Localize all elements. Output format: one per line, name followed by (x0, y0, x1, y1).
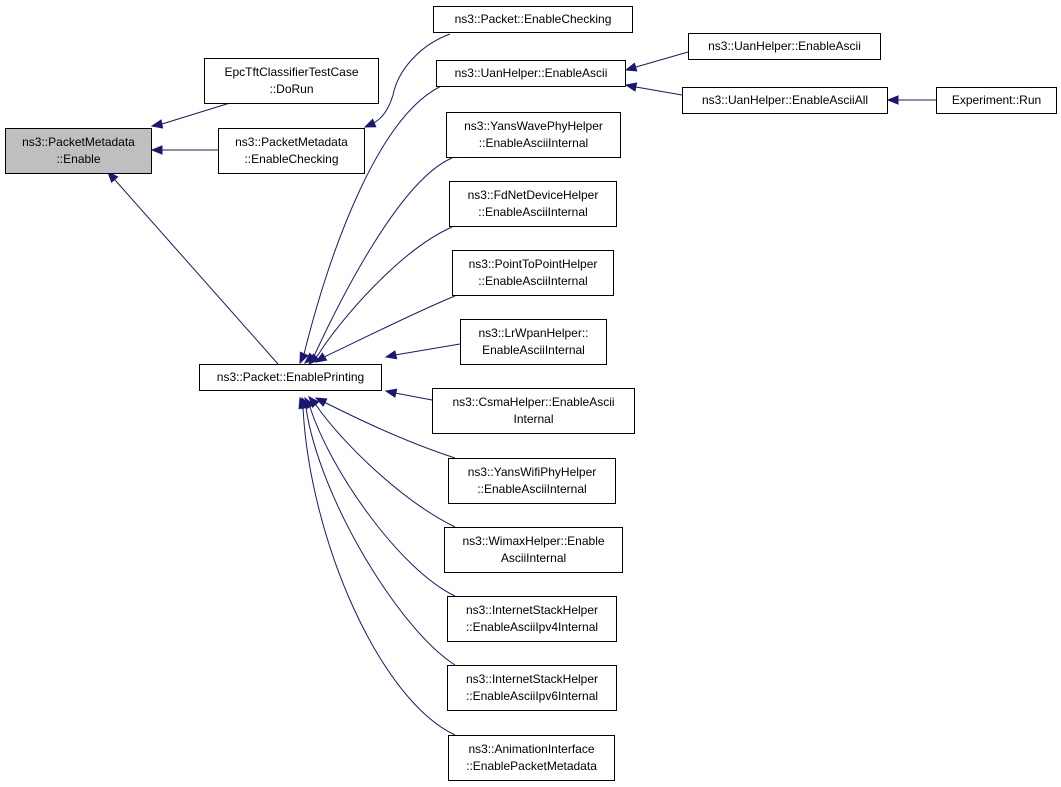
node-label-line: ns3::UanHelper::EnableAscii (708, 39, 861, 53)
node-packet-metadata-enable-checking[interactable]: ns3::PacketMetadata::EnableChecking (218, 128, 365, 174)
node-uan-enable-ascii-right[interactable]: ns3::UanHelper::EnableAscii (688, 33, 881, 60)
node-label-line: ns3::CsmaHelper::EnableAscii (452, 395, 615, 409)
node-internet-stack-ipv4[interactable]: ns3::InternetStackHelper::EnableAsciiIpv… (447, 596, 617, 642)
arrowhead (299, 351, 309, 365)
call-edge (304, 397, 456, 597)
node-label-line: ns3::WimaxHelper::Enable (462, 534, 605, 548)
call-edge (299, 397, 456, 736)
call-edge (301, 397, 456, 666)
call-edge (308, 396, 456, 528)
node-label-line: ns3::Packet::EnablePrinting (216, 370, 365, 384)
node-label-line: ns3::UanHelper::EnableAscii (454, 66, 608, 80)
node-label-line: ns3::YansWavePhyHelper (464, 119, 603, 133)
node-label-line: ::EnablePacketMetadata (466, 759, 597, 773)
arrowhead (363, 118, 377, 128)
call-edge (315, 295, 456, 363)
node-label-line: ::EnableChecking (244, 152, 339, 166)
node-label-line: ns3::InternetStackHelper (465, 603, 599, 617)
node-label-line: ns3::AnimationInterface (468, 742, 595, 756)
node-packet-enable-checking[interactable]: ns3::Packet::EnableChecking (433, 6, 633, 33)
arrowhead (384, 350, 398, 360)
node-lr-wpan[interactable]: ns3::LrWpanHelper::EnableAsciiInternal (460, 319, 607, 365)
node-packet-metadata-enable: ns3::PacketMetadata::Enable (5, 128, 152, 174)
call-edge (304, 157, 453, 364)
node-label-line: EnableAsciiInternal (482, 343, 585, 357)
node-label-line: AsciiInternal (500, 551, 567, 565)
node-label-line: ns3::LrWpanHelper:: (478, 326, 589, 340)
node-animation-interface[interactable]: ns3::AnimationInterface::EnablePacketMet… (448, 735, 615, 781)
node-packet-enable-printing[interactable]: ns3::Packet::EnablePrinting (199, 364, 382, 391)
node-experiment-run[interactable]: Experiment::Run (936, 87, 1057, 114)
node-label-line: ns3::UanHelper::EnableAsciiAll (701, 93, 869, 107)
node-internet-stack-ipv6[interactable]: ns3::InternetStackHelper::EnableAsciiIpv… (447, 665, 617, 711)
call-edge (315, 397, 456, 459)
node-label-line: ns3::PointToPointHelper (468, 257, 598, 271)
node-epc-tft-do-run[interactable]: EpcTftClassifierTestCase::DoRun (204, 58, 379, 104)
node-label-line: ::EnableAsciiInternal (478, 136, 589, 150)
arrowhead (886, 95, 899, 105)
node-label-line: ns3::PacketMetadata (235, 135, 348, 149)
node-label-line: Internal (513, 412, 554, 426)
arrowhead (107, 170, 119, 184)
arrowhead (314, 397, 328, 407)
node-label-line: ::EnableAsciiInternal (478, 274, 588, 288)
call-edge (107, 171, 279, 365)
node-label-line: Experiment::Run (951, 93, 1042, 107)
arrowhead (308, 353, 320, 365)
call-edge (308, 226, 453, 365)
node-label-line: ::DoRun (269, 82, 314, 96)
arrowhead (624, 82, 638, 92)
call-edge (151, 102, 231, 127)
node-label-line: ns3::InternetStackHelper (465, 672, 599, 686)
node-label-line: ns3::PacketMetadata (22, 135, 135, 149)
node-label-line: ns3::YansWifiPhyHelper (467, 465, 597, 479)
arrowhead (150, 119, 164, 129)
node-label-line: ::EnableAsciiInternal (478, 205, 588, 219)
node-uan-enable-ascii-all[interactable]: ns3::UanHelper::EnableAsciiAll (682, 87, 888, 114)
node-label-line: ::EnableAsciiIpv6Internal (465, 689, 599, 703)
node-uan-enable-ascii-mid[interactable]: ns3::UanHelper::EnableAscii (436, 60, 626, 87)
node-label-line: ::EnableAsciiInternal (477, 482, 587, 496)
node-fd-net-device[interactable]: ns3::FdNetDeviceHelper::EnableAsciiInter… (449, 181, 617, 227)
call-edge (364, 33, 451, 128)
arrowhead (624, 62, 638, 72)
arrowhead (298, 396, 308, 410)
node-yans-wifi-phy[interactable]: ns3::YansWifiPhyHelper::EnableAsciiInter… (448, 458, 616, 504)
node-point-to-point[interactable]: ns3::PointToPointHelper::EnableAsciiInte… (452, 250, 614, 296)
arrowhead (150, 145, 163, 155)
node-label-line: ns3::Packet::EnableChecking (454, 12, 612, 26)
call-edge (385, 343, 461, 358)
node-label-line: ::EnableAsciiIpv4Internal (465, 620, 599, 634)
node-label-line: ::Enable (56, 152, 101, 166)
node-yans-wave-phy[interactable]: ns3::YansWavePhyHelper::EnableAsciiInter… (446, 112, 621, 158)
call-edge (299, 83, 447, 364)
node-label-line: ns3::FdNetDeviceHelper (467, 188, 599, 202)
arrowhead (384, 388, 398, 398)
node-label-line: EpcTftClassifierTestCase (224, 65, 359, 79)
arrowhead (314, 352, 328, 363)
